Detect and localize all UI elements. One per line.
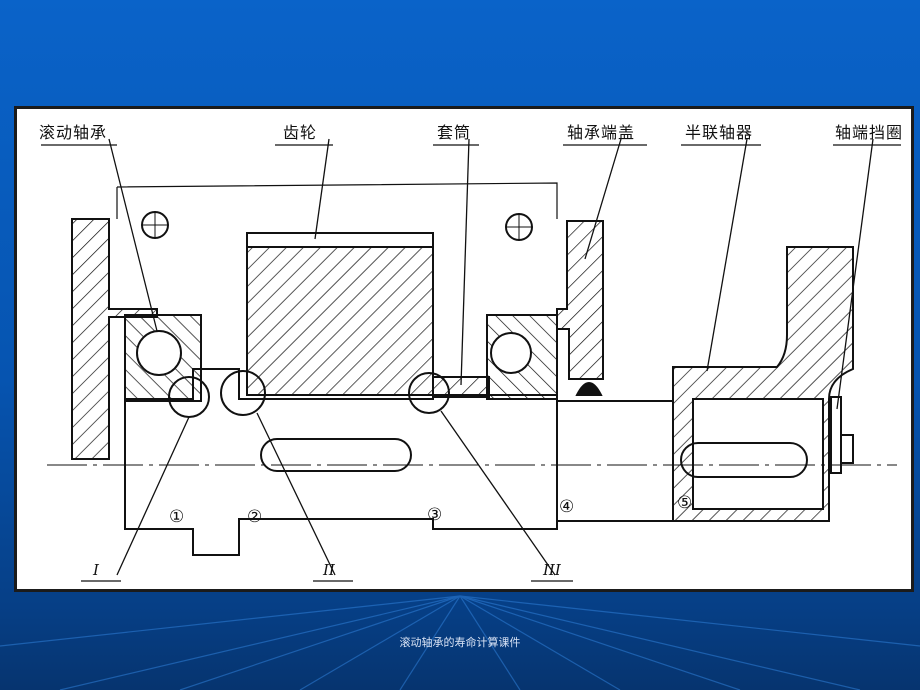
label-gear: 齿轮	[283, 123, 318, 142]
step-mark-1: ①	[169, 507, 185, 527]
step-mark-5: ⑤	[677, 493, 693, 513]
label-shaft-end-ring: 轴端挡圈	[835, 123, 904, 142]
section-mark-3: III	[543, 561, 561, 579]
label-half-coupling: 半联轴器	[685, 123, 754, 142]
slide-caption: 滚动轴承的寿命计算课件	[399, 636, 521, 649]
diagram-frame: 滚动轴承 齿轮 套筒 轴承端盖 半联轴器 轴端挡圈 I II III ① ② ③…	[14, 106, 914, 592]
label-bearing-end-cover: 轴承端盖	[567, 123, 636, 142]
label-rolling-bearing: 滚动轴承	[39, 123, 108, 142]
background-rays	[0, 595, 920, 690]
section-mark-1: I	[93, 561, 99, 579]
gear-body	[246, 246, 434, 396]
section-mark-2: II	[323, 561, 335, 579]
shaft	[124, 368, 558, 556]
step-mark-4: ④	[559, 497, 575, 517]
label-sleeve: 套筒	[437, 123, 472, 142]
right-end-cover	[556, 220, 604, 380]
shaft-assembly-drawing	[41, 138, 901, 582]
step-mark-2: ②	[247, 507, 263, 527]
step-mark-3: ③	[427, 505, 443, 525]
